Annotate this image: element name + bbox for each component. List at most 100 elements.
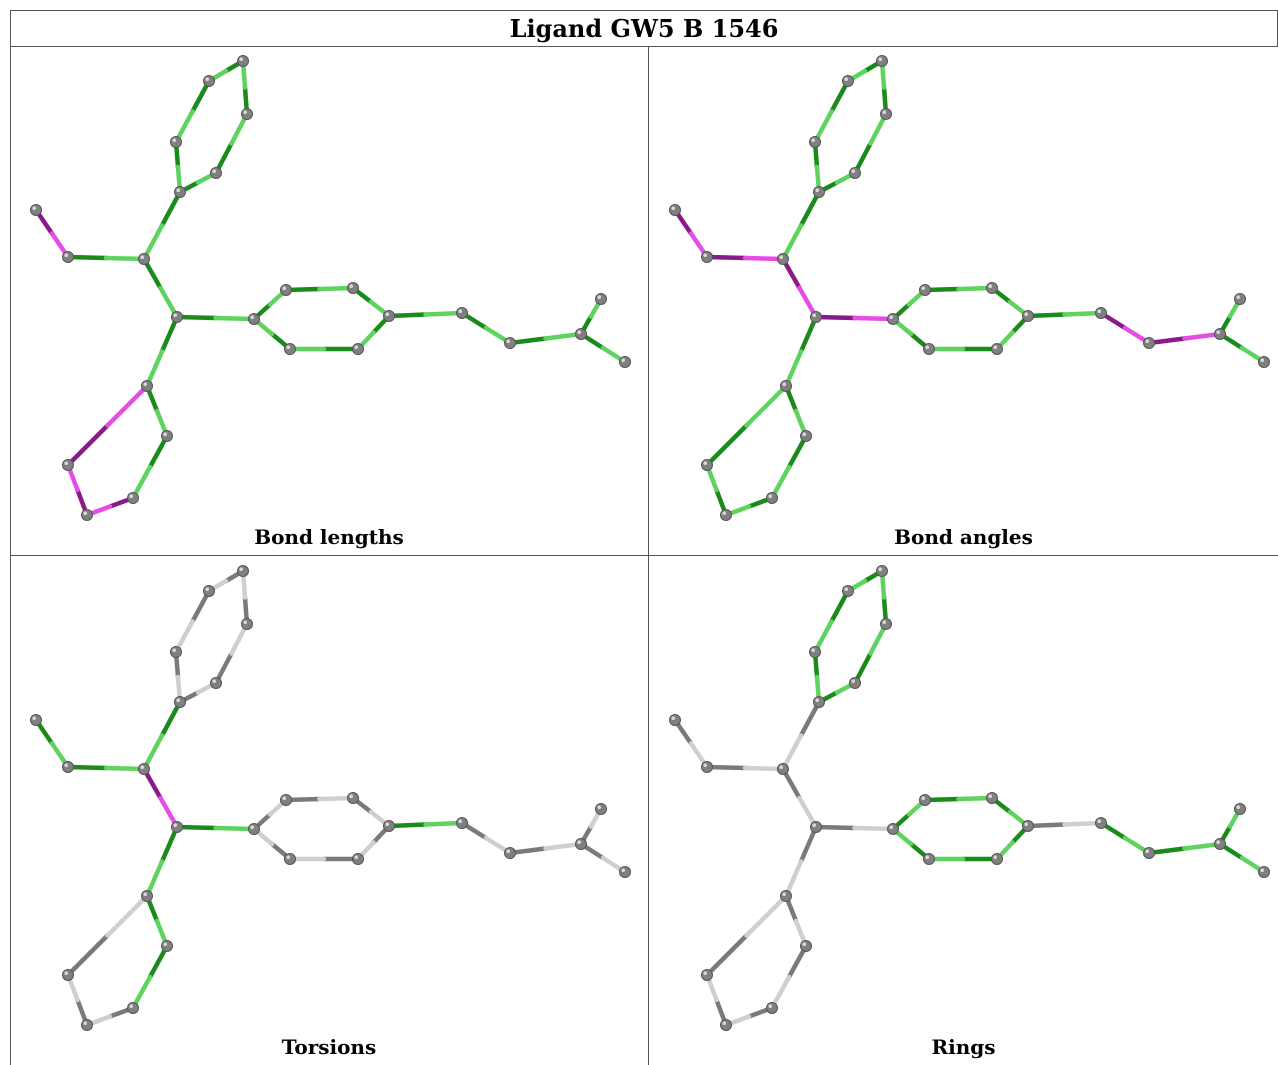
bond-14-ok [994,823,1031,862]
bond-27-ok [704,383,789,468]
bond-10-outlier [813,314,896,322]
bond-5-ok [879,58,889,117]
bond-11-ok [890,287,928,322]
central-ring-atom-3 [986,792,998,804]
bond-6-neutral [780,699,822,772]
bond-2-neutral [173,649,183,705]
central-ring-atom-1-highlight [889,825,893,829]
upper-ring-atom-1 [237,565,249,577]
acrylic-ca-atom-highlight [458,309,463,314]
lower-ring-atom-4-highlight [83,1021,87,1025]
row-divider [10,555,1278,556]
bond-22-ok [144,824,180,899]
lower-ring-atom-1-highlight [782,382,786,387]
acrylic-ca-atom-highlight [458,819,463,823]
panel-bond-lengths: Bond lengths [10,47,648,555]
panel-rings: Rings [649,556,1278,1065]
central-ring-atom-4-highlight [385,312,390,317]
central-ring-atom-6 [284,343,296,355]
bond-27-outlier [65,383,150,468]
upper-ring-atom-1-highlight [239,567,243,571]
upper-ring-atom-3-highlight [811,138,815,142]
upper-ring-atom-2-highlight [205,587,209,591]
carboxyl-c-atom-highlight [577,840,581,844]
bond-5-neutral [240,568,250,627]
ethyl-terminal-atom [669,714,681,726]
lower-ring-atom-1 [141,890,153,902]
upper-ring-atom-5-highlight [212,169,216,173]
ethyl-terminal-atom [669,204,681,216]
bond-19-ok [507,331,584,346]
upper-ring-atom-1 [876,565,888,577]
bond-20-neutral [578,806,604,847]
central-ring-atom-6-highlight [925,345,929,350]
upper-ring-atom-2-highlight [844,77,848,81]
bond-6-ok [141,189,183,262]
bond-5-ok [879,568,889,627]
upper-ring-atom-5-highlight [851,679,855,683]
bond-8-ok [65,254,147,262]
bond-17-ok [386,820,465,829]
carboxyl-o1-atom-highlight [597,295,601,299]
upper-ring-atom-3-highlight [811,648,815,652]
lower-ring-atom-4-highlight [722,1021,726,1025]
lower-ring-atom-4-highlight [722,511,726,515]
lower-ring-atom-1-highlight [143,892,147,896]
bond-21-ok [578,331,628,365]
lower-ring-atom-5 [701,969,713,981]
acrylic-ca-atom-highlight [1097,819,1101,823]
upper-ring-atom-3 [170,136,182,148]
bond-19-neutral [507,841,584,856]
bond-16-ok [890,826,932,862]
bond-18-ok [459,310,513,346]
carboxyl-c-atom-highlight [577,330,581,335]
vinyl-c2-atom-highlight [812,823,816,827]
molecule-bond-angles [669,55,1270,521]
carboxyl-o2-atom-highlight [621,868,625,872]
bond-20-ok [1217,296,1243,337]
bond-16-ok [251,316,293,352]
bond-9-outlier [672,207,710,260]
acrylic-cb-atom [504,847,516,859]
lower-ring-atom-5 [701,459,713,471]
upper-ring-atom-4-highlight [176,698,180,702]
central-ring-atom-2 [280,794,292,806]
vinyl-c1-atom-highlight [779,765,783,769]
central-ring-atom-6-highlight [286,855,291,859]
lower-ring-atom-4 [720,509,732,521]
bond-17-ok [1025,310,1104,319]
carboxyl-o2-atom-highlight [1260,868,1264,872]
lower-ring-atom-3-highlight [768,494,772,499]
lower-ring-atom-2-highlight [802,432,806,437]
bond-22-neutral [783,824,819,899]
ethyl-ch2-atom [62,761,74,773]
lower-ring-atom-1-highlight [782,892,786,896]
bond-18-neutral [459,820,513,856]
central-ring-atom-1 [887,313,899,325]
acrylic-cb-atom-highlight [506,339,511,344]
bond-24-ok [130,943,170,1011]
bond-7-outlier [141,766,180,830]
bond-9-ok [33,717,71,770]
ethyl-ch2-atom [701,761,713,773]
title-divider [10,46,1278,47]
central-ring-atom-4 [1022,310,1034,322]
carboxyl-o1-atom [595,293,607,305]
upper-ring-atom-1-highlight [878,567,882,571]
bond-18-ok [1098,820,1152,856]
lower-ring-atom-3 [127,1002,139,1014]
bond-6-ok [780,189,822,262]
bond-10-neutral [813,824,896,832]
upper-ring-atom-3-highlight [172,648,176,652]
upper-ring-atom-2-highlight [844,587,848,591]
lower-ring-atom-2-highlight [163,942,167,946]
carboxyl-c-atom [575,328,587,340]
bond-27-neutral [65,893,150,978]
vinyl-c1-atom-highlight [779,255,783,259]
lower-ring-atom-5-highlight [703,461,707,466]
central-ring-atom-2-highlight [921,796,925,800]
central-ring-atom-5-highlight [993,855,997,859]
bond-17-ok [386,310,465,319]
ethyl-ch2-atom-highlight [64,253,68,257]
central-ring-atom-2-highlight [921,286,925,290]
